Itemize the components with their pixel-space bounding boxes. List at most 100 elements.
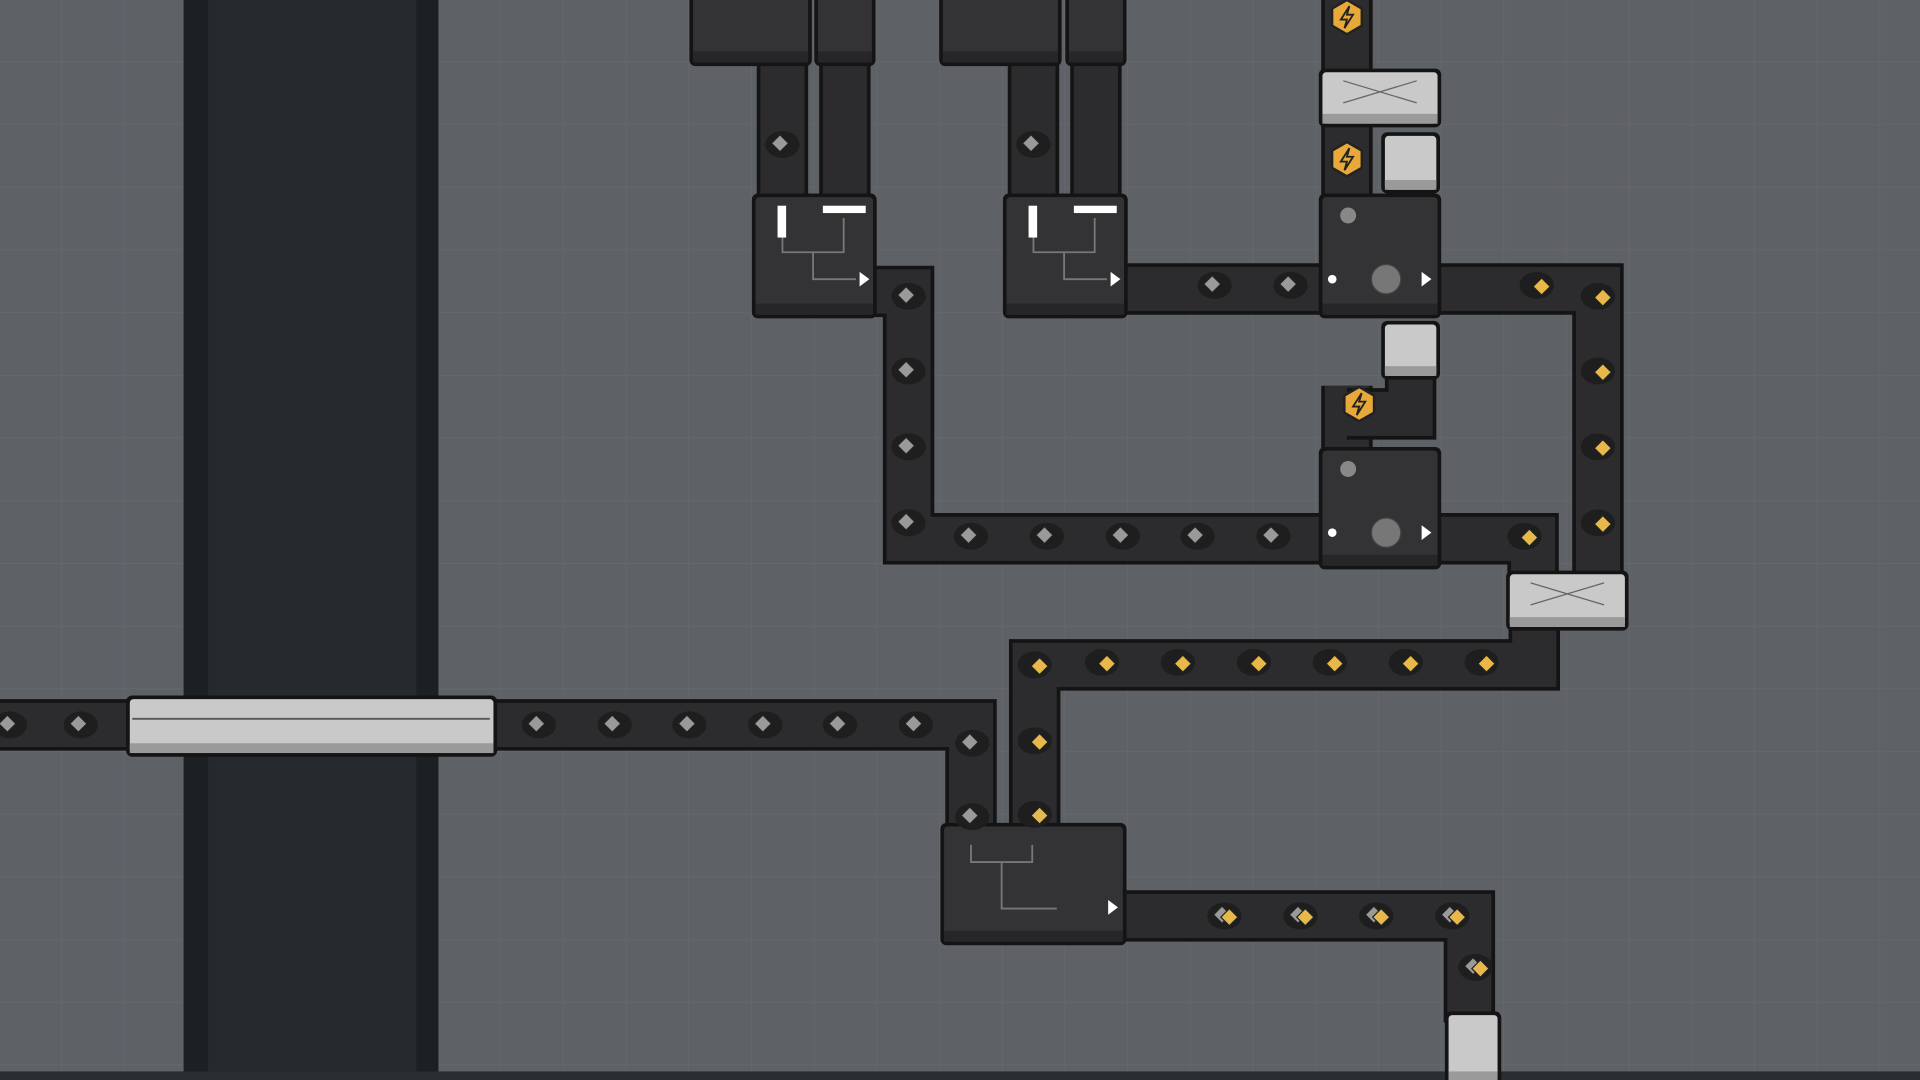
energy-hex bbox=[1343, 385, 1376, 423]
map-bottom-edge bbox=[0, 1071, 1920, 1080]
energy-hex bbox=[1330, 140, 1364, 178]
building-base bbox=[129, 743, 494, 754]
yellow-diamond-shape bbox=[1447, 907, 1467, 927]
item-gray-diamond bbox=[1197, 271, 1232, 299]
input-marker bbox=[777, 205, 787, 238]
yellow-diamond-shape bbox=[1477, 654, 1496, 674]
building-base bbox=[1006, 303, 1125, 315]
building-base bbox=[817, 51, 872, 63]
gray-diamond-shape bbox=[960, 806, 980, 825]
building-body bbox=[1322, 450, 1438, 566]
item-gray-diamond bbox=[953, 522, 989, 550]
yellow-diamond-shape bbox=[1030, 806, 1050, 825]
buildings bbox=[126, 0, 1629, 1080]
yellow-diamond-shape bbox=[1030, 732, 1050, 752]
item-combined bbox=[1359, 902, 1394, 930]
item-yellow-diamond bbox=[1580, 357, 1616, 385]
item-gray-diamond bbox=[891, 357, 926, 385]
item-yellow-diamond bbox=[1580, 509, 1616, 537]
energy-hex bbox=[1330, 0, 1364, 36]
item-gray-diamond bbox=[1273, 271, 1308, 299]
gray-diamond-shape bbox=[1021, 133, 1041, 153]
item-gray-diamond bbox=[672, 711, 707, 739]
building-body bbox=[1006, 197, 1125, 315]
gear-icon bbox=[1370, 263, 1402, 295]
item-gray-diamond bbox=[891, 433, 926, 461]
item-yellow-diamond bbox=[1464, 648, 1499, 676]
building-base bbox=[693, 51, 809, 63]
building-base bbox=[942, 51, 1058, 63]
item-yellow-diamond bbox=[1388, 648, 1423, 676]
input-marker bbox=[1073, 205, 1117, 214]
output-arrow-icon bbox=[1108, 900, 1118, 915]
building-body bbox=[1448, 1015, 1498, 1080]
cutter bbox=[939, 0, 1062, 67]
gray-diamond-shape bbox=[960, 732, 980, 752]
energy-icon bbox=[1330, 140, 1364, 178]
item-gray-diamond bbox=[748, 711, 783, 739]
building-base bbox=[1322, 113, 1438, 124]
item-combined bbox=[1207, 902, 1242, 930]
building-base bbox=[1384, 366, 1437, 376]
gray-diamond-shape bbox=[1035, 525, 1054, 545]
building-body bbox=[817, 0, 872, 63]
yellow-diamond-shape bbox=[1249, 654, 1269, 674]
yellow-diamond-shape bbox=[1593, 288, 1613, 307]
item-gray-diamond bbox=[822, 711, 858, 739]
building-body bbox=[1322, 197, 1438, 315]
gray-diamond-shape bbox=[828, 714, 847, 734]
input-marker bbox=[822, 205, 866, 214]
building-base bbox=[1322, 303, 1438, 315]
gray-diamond-shape bbox=[959, 525, 979, 545]
items bbox=[0, 131, 1616, 981]
item-gray-diamond bbox=[955, 729, 990, 757]
yellow-diamond-shape bbox=[1295, 907, 1315, 927]
combiner bbox=[940, 822, 1127, 946]
gray-diamond-shape bbox=[0, 714, 17, 734]
item-combined bbox=[1283, 902, 1318, 930]
building-base bbox=[1384, 180, 1437, 190]
yellow-diamond-shape bbox=[1030, 656, 1050, 676]
cutter bbox=[814, 0, 876, 67]
gray-diamond-shape bbox=[904, 714, 923, 734]
trash bbox=[1381, 320, 1440, 380]
gray-diamond-shape bbox=[770, 133, 790, 153]
painter bbox=[1318, 193, 1442, 319]
gray-diamond-shape bbox=[896, 512, 916, 532]
gray-diamond-shape bbox=[896, 285, 916, 305]
output-arrow-icon bbox=[1421, 525, 1432, 540]
item-gray-diamond bbox=[1016, 131, 1051, 158]
item-gray-diamond bbox=[891, 282, 926, 310]
building-body bbox=[129, 699, 494, 754]
building-base bbox=[1068, 51, 1123, 63]
gray-diamond-shape bbox=[677, 714, 697, 734]
item-gray-diamond bbox=[1256, 522, 1291, 550]
balancer bbox=[1318, 68, 1442, 128]
building-base bbox=[944, 930, 1123, 942]
yellow-diamond-shape bbox=[1325, 654, 1345, 674]
yellow-diamond-shape bbox=[1097, 654, 1117, 674]
gray-diamond-shape bbox=[602, 714, 622, 734]
gear-icon bbox=[1370, 517, 1402, 548]
item-gray-diamond bbox=[891, 509, 926, 537]
item-combined bbox=[1458, 953, 1493, 981]
energy-icon bbox=[1330, 0, 1364, 36]
gray-diamond-shape bbox=[526, 714, 546, 734]
building-body bbox=[1384, 324, 1437, 376]
yellow-diamond-shape bbox=[1593, 362, 1613, 382]
item-gray-diamond bbox=[597, 711, 632, 739]
gray-diamond-shape bbox=[1202, 274, 1222, 294]
trash bbox=[1381, 132, 1440, 194]
item-yellow-diamond bbox=[1580, 433, 1616, 461]
stacker bbox=[1002, 193, 1128, 319]
building-body bbox=[944, 826, 1123, 942]
building-base bbox=[755, 303, 874, 315]
item-gray-diamond bbox=[1029, 522, 1065, 550]
building-body bbox=[1068, 0, 1123, 63]
yellow-diamond-shape bbox=[1593, 438, 1613, 458]
output-arrow-icon bbox=[1110, 271, 1121, 287]
gray-diamond-shape bbox=[1110, 525, 1130, 545]
item-gray-diamond bbox=[521, 711, 556, 739]
combiner-diagram bbox=[970, 844, 1057, 910]
